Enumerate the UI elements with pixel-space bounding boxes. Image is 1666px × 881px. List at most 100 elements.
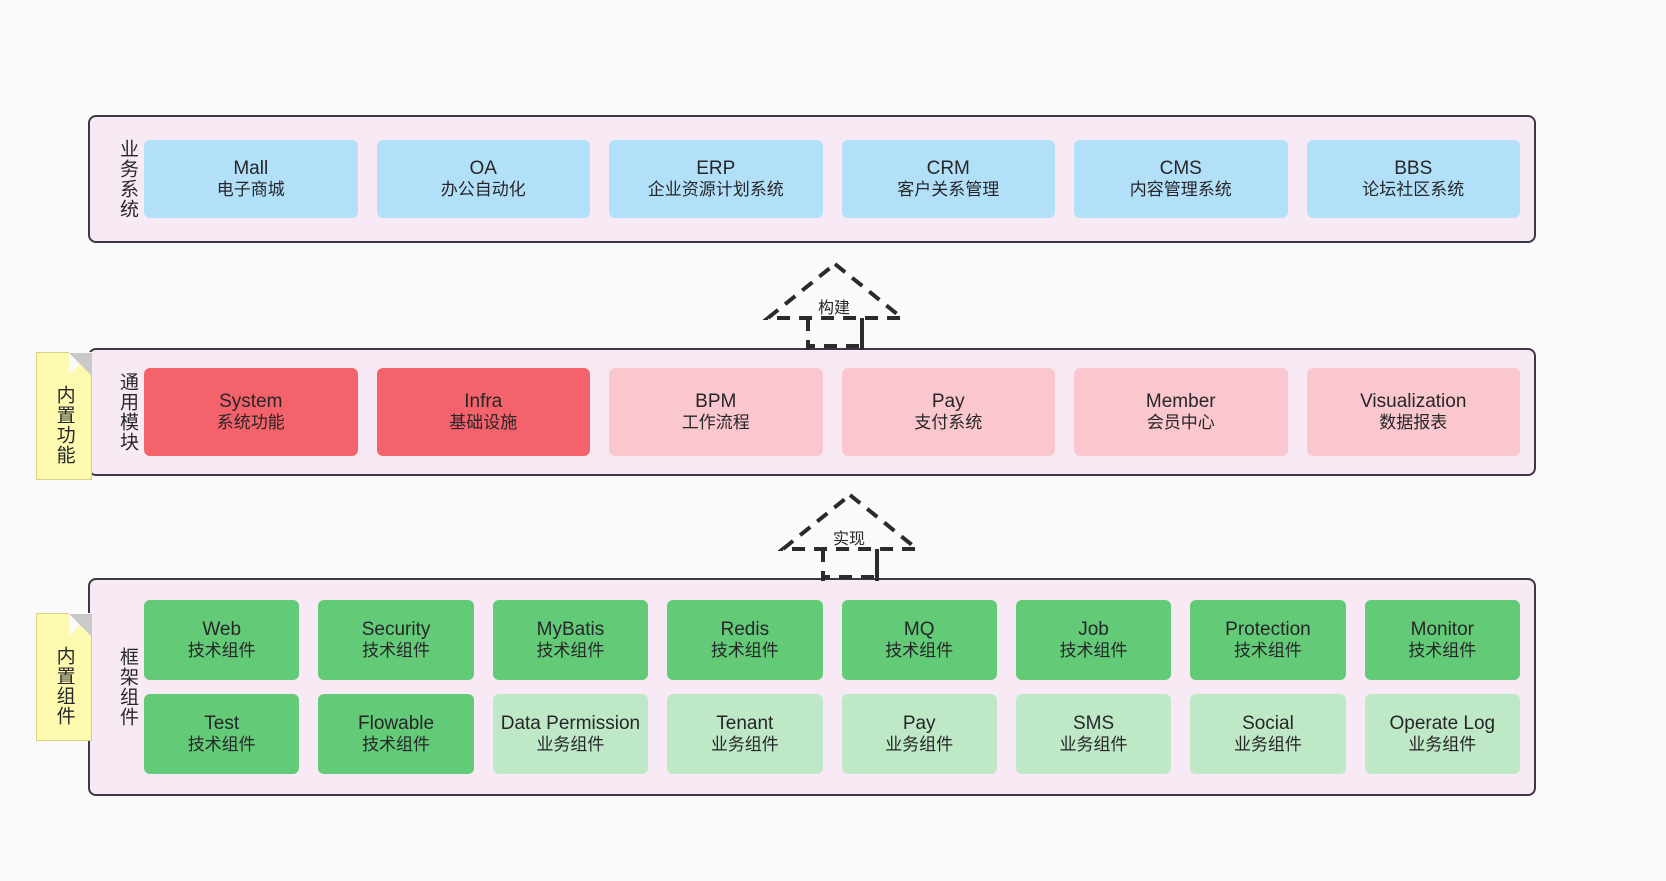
card-title: CRM [926,158,970,180]
card-monitor[interactable]: Monitor 技术组件 [1364,600,1520,680]
layer-common-modules[interactable]: 通用模块 System 系统功能 Infra 基础设施 BPM 工作流程 Pay [88,348,1536,476]
note-label: 内置功能 [53,385,75,465]
layer-body-common-modules: System 系统功能 Infra 基础设施 BPM 工作流程 Pay 支付系统… [138,350,1534,474]
card-subtitle: 业务组件 [1233,735,1302,755]
card-subtitle: 技术组件 [885,641,954,661]
card-title: Web [202,619,242,641]
card-subtitle: 技术组件 [710,641,779,661]
card-subtitle: 业务组件 [1059,735,1128,755]
card-title: Flowable [358,713,435,735]
card-subtitle: 技术组件 [1233,641,1302,661]
card-subtitle: 数据报表 [1379,413,1448,433]
layer-title-common-modules: 通用模块 [117,372,138,452]
card-test[interactable]: Test 技术组件 [144,694,300,774]
card-title: Social [1242,713,1294,735]
layer-business-systems[interactable]: 业务系统 Mall 电子商城 OA 办公自动化 ERP 企业资源计划系统 CRM [88,115,1536,243]
card-sms[interactable]: SMS 业务组件 [1015,694,1172,774]
card-bpm[interactable]: BPM 工作流程 [609,368,823,456]
card-title: Mall [233,158,269,180]
layer-title-business-systems: 业务系统 [117,139,138,219]
card-row: Test 技术组件 Flowable 技术组件 Data Permission … [144,694,1520,774]
card-subtitle: 支付系统 [914,413,983,433]
card-title: BPM [695,391,737,413]
card-row: System 系统功能 Infra 基础设施 BPM 工作流程 Pay 支付系统… [144,368,1520,456]
card-visualization[interactable]: Visualization 数据报表 [1306,368,1520,456]
card-title: OA [469,158,497,180]
card-title: Pay [931,391,965,413]
card-system[interactable]: System 系统功能 [144,368,358,456]
card-subtitle: 业务组件 [536,735,605,755]
card-title: Member [1145,391,1216,413]
card-title: Visualization [1360,391,1467,413]
card-title: SMS [1072,713,1115,735]
card-subtitle: 企业资源计划系统 [647,180,784,200]
card-title: BBS [1394,158,1433,180]
card-social[interactable]: Social 业务组件 [1190,694,1346,774]
card-title: ERP [696,158,736,180]
note-builtin-functions: 内置功能 [36,352,92,480]
card-title: MQ [903,619,935,641]
card-row: Web 技术组件 Security 技术组件 MyBatis 技术组件 Redi… [144,600,1520,680]
card-mall[interactable]: Mall 电子商城 [144,140,358,218]
card-subtitle: 技术组件 [187,641,256,661]
note-builtin-components: 内置组件 [36,613,92,741]
card-security[interactable]: Security 技术组件 [318,600,474,680]
card-subtitle: 论坛社区系统 [1362,180,1465,200]
card-subtitle: 客户关系管理 [897,180,1000,200]
card-tenant[interactable]: Tenant 业务组件 [667,694,823,774]
card-infra[interactable]: Infra 基础设施 [376,368,590,456]
card-pay-component[interactable]: Pay 业务组件 [841,694,997,774]
card-subtitle: 电子商城 [216,180,285,200]
card-crm[interactable]: CRM 客户关系管理 [841,140,1055,218]
layer-body-framework-components: Web 技术组件 Security 技术组件 MyBatis 技术组件 Redi… [138,580,1534,794]
card-oa[interactable]: OA 办公自动化 [376,140,590,218]
card-row: Mall 电子商城 OA 办公自动化 ERP 企业资源计划系统 CRM 客户关系… [144,140,1520,218]
card-subtitle: 技术组件 [1059,641,1128,661]
card-subtitle: 技术组件 [536,641,605,661]
card-title: Test [204,713,240,735]
connector-realize-label: 实现 [833,531,866,548]
card-subtitle: 办公自动化 [440,180,526,200]
card-title: MyBatis [536,619,605,641]
card-subtitle: 技术组件 [187,735,256,755]
card-title: Security [361,619,431,641]
card-title: Pay [902,713,936,735]
card-protection[interactable]: Protection 技术组件 [1190,600,1346,680]
connector-build-label: 构建 [818,300,851,317]
card-cms[interactable]: CMS 内容管理系统 [1074,140,1288,218]
card-operate-log[interactable]: Operate Log 业务组件 [1364,694,1520,774]
card-mq[interactable]: MQ 技术组件 [841,600,997,680]
card-title: Tenant [716,713,774,735]
card-mybatis[interactable]: MyBatis 技术组件 [492,600,649,680]
card-subtitle: 业务组件 [1408,735,1477,755]
card-title: Redis [720,619,770,641]
card-title: Infra [464,391,503,413]
card-subtitle: 技术组件 [1408,641,1477,661]
card-subtitle: 基础设施 [449,413,518,433]
card-subtitle: 工作流程 [681,413,750,433]
card-data-permission[interactable]: Data Permission 业务组件 [492,694,649,774]
card-title: Protection [1225,619,1311,641]
layer-body-business-systems: Mall 电子商城 OA 办公自动化 ERP 企业资源计划系统 CRM 客户关系… [138,117,1534,241]
card-subtitle: 业务组件 [885,735,954,755]
layer-framework-components[interactable]: 框架组件 Web 技术组件 Security 技术组件 MyBatis 技术组件… [88,578,1536,796]
connector-realize-stem-icon [821,549,879,579]
card-job[interactable]: Job 技术组件 [1015,600,1172,680]
card-subtitle: 技术组件 [362,641,431,661]
card-member[interactable]: Member 会员中心 [1074,368,1288,456]
card-title: Monitor [1410,619,1474,641]
card-subtitle: 业务组件 [710,735,779,755]
card-title: Data Permission [500,713,641,735]
layer-title-framework-components: 框架组件 [117,647,138,727]
card-title: Job [1078,619,1109,641]
note-label: 内置组件 [53,646,75,726]
card-bbs[interactable]: BBS 论坛社区系统 [1306,140,1520,218]
card-title: Operate Log [1389,713,1496,735]
card-flowable[interactable]: Flowable 技术组件 [318,694,474,774]
card-subtitle: 内容管理系统 [1129,180,1232,200]
card-web[interactable]: Web 技术组件 [144,600,300,680]
card-redis[interactable]: Redis 技术组件 [667,600,823,680]
card-erp[interactable]: ERP 企业资源计划系统 [609,140,823,218]
card-pay[interactable]: Pay 支付系统 [841,368,1055,456]
